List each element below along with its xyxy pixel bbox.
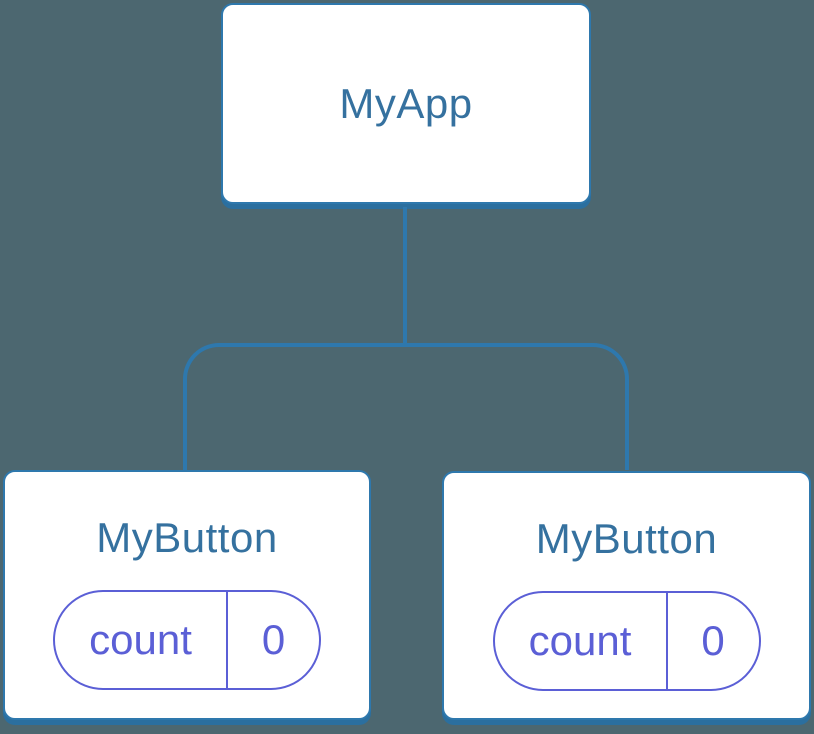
root-node-card: MyApp [221,3,591,204]
connector-bracket-line [183,343,629,470]
state-key: count [55,592,228,688]
state-value: 0 [701,617,725,664]
connector-stem-line [403,207,407,345]
child-node-card-right: MyButton count 0 [442,471,811,720]
state-pill: count 0 [53,590,321,690]
child-node-label: MyButton [535,515,718,562]
root-node-label: MyApp [339,79,473,127]
state-value: 0 [261,616,286,663]
child-node-card-left: MyButton count 0 [3,470,371,720]
state-key: count [495,593,668,689]
state-pill: count 0 [492,591,761,691]
child-node-label: MyButton [96,514,278,561]
